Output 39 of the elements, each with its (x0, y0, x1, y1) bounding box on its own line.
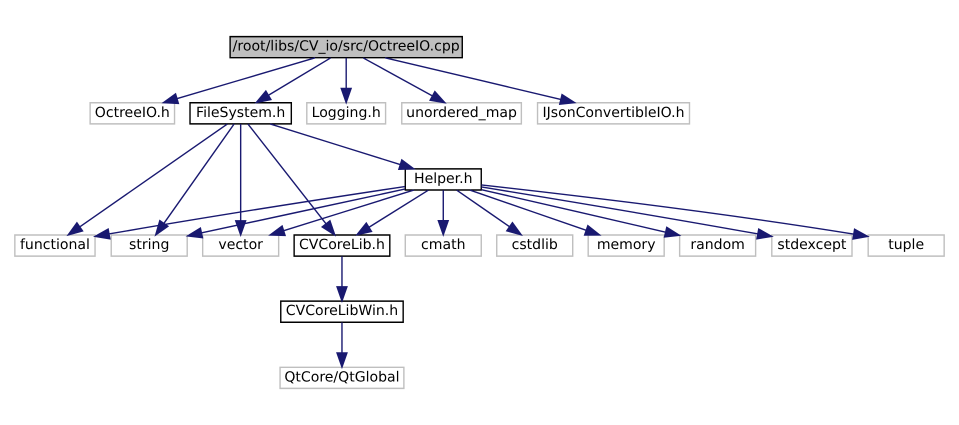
node-box: random (678, 234, 756, 257)
arrow (470, 189, 602, 236)
node-box: CVCoreLib.h (293, 234, 390, 257)
arrow (481, 188, 682, 238)
node-box: IJsonConvertibleIO.h (536, 102, 690, 125)
arrow (270, 123, 416, 170)
arrow (437, 190, 450, 237)
node-box: CVCoreLibWin.h (280, 300, 404, 323)
arrow (456, 190, 523, 236)
node-box: Helper.h (404, 168, 482, 191)
node-box: FileSystem.h (189, 102, 292, 125)
arrow (247, 124, 336, 237)
node-box: QtCore/QtGlobal (279, 366, 405, 390)
node-box: functional (14, 234, 96, 257)
node-box: unordered_map (401, 102, 522, 125)
node-box: /root/libs/CV_io/src/OctreeIO.cpp (229, 36, 463, 58)
arrow (340, 58, 352, 105)
arrow (186, 188, 405, 239)
node-box: tuple (867, 234, 945, 257)
node-box: memory (587, 234, 665, 257)
node-box: cmath (404, 234, 482, 257)
arrow (384, 57, 577, 106)
arrow (161, 57, 316, 104)
node-box: Logging.h (306, 102, 386, 125)
arrow (234, 124, 247, 238)
arrow (481, 186, 774, 240)
node-box: string (110, 234, 188, 257)
node-box: stdexcept (771, 234, 853, 257)
arrow (336, 256, 348, 304)
arrow (336, 322, 348, 370)
arrow (362, 57, 447, 104)
arrow (481, 184, 870, 240)
arrow (93, 186, 405, 240)
arrow (254, 57, 331, 104)
arrow (268, 189, 414, 236)
node-box: OctreeIO.h (89, 102, 176, 125)
arrow (355, 190, 429, 236)
node-box: cstdlib (496, 234, 574, 257)
node-box: vector (202, 234, 280, 257)
